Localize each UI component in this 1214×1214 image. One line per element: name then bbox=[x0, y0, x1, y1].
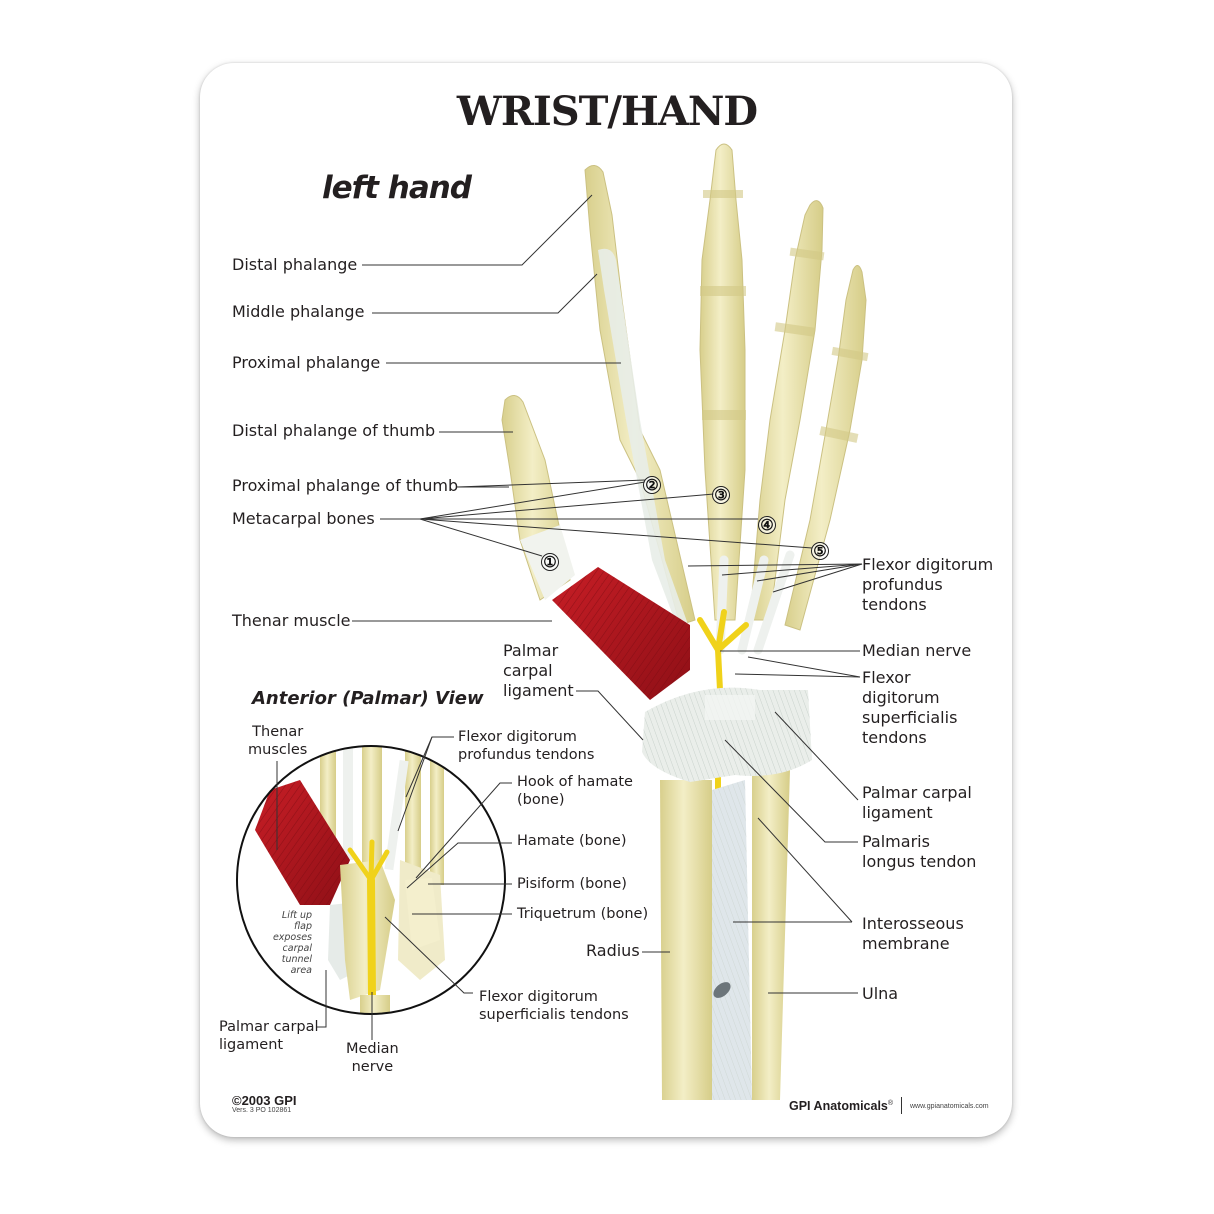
metacarpal-number-3: ③ bbox=[712, 486, 730, 504]
thenar-muscle bbox=[552, 567, 690, 700]
label-interosseous-membrane: Interosseous membrane bbox=[862, 914, 964, 953]
label-radius: Radius bbox=[586, 941, 640, 960]
label-palmar-carpal-ligament-left: Palmar carpal ligament bbox=[503, 641, 574, 700]
inset-label-hamate: Hamate (bone) bbox=[517, 833, 627, 849]
label-palmaris-longus-tendon: Palmaris longus tendon bbox=[862, 832, 977, 871]
finger-index bbox=[584, 165, 696, 634]
label-fds-tendons: Flexor digitorum superficialis tendons bbox=[862, 668, 958, 747]
label-thenar-muscle: Thenar muscle bbox=[232, 611, 351, 630]
label-palmar-carpal-ligament-right: Palmar carpal ligament bbox=[862, 783, 972, 822]
forearm bbox=[660, 770, 790, 1100]
copyright: ©2003 GPI bbox=[232, 1093, 297, 1108]
inset-label-fds-tendons: Flexor digitorum superficialis tendons bbox=[479, 989, 629, 1023]
registered-mark: ® bbox=[887, 1099, 894, 1107]
inset-title: Anterior (Palmar) View bbox=[252, 688, 484, 709]
metacarpal-number-2: ② bbox=[643, 476, 661, 494]
inset-label-triquetrum: Triquetrum (bone) bbox=[517, 906, 649, 922]
label-proximal-phalange: Proximal phalange bbox=[232, 353, 381, 372]
label-metacarpal-bones: Metacarpal bones bbox=[232, 509, 375, 528]
inset-label-hook-of-hamate: Hook of hamate (bone) bbox=[517, 774, 633, 808]
inset-flap-note: Lift up flap exposes carpal tunnel area bbox=[272, 910, 312, 976]
finger-little bbox=[784, 265, 869, 631]
label-median-nerve: Median nerve bbox=[862, 641, 972, 660]
finger-middle bbox=[699, 143, 746, 621]
footer-separator bbox=[901, 1097, 902, 1114]
hand-side-subtitle: left hand bbox=[322, 170, 472, 206]
palmar-carpal-ligament bbox=[642, 687, 812, 782]
label-proximal-phalange-thumb: Proximal phalange of thumb bbox=[232, 476, 459, 495]
inset-label-thenar-muscles: Thenar muscles bbox=[248, 724, 308, 758]
brand-name: GPI Anatomicals® bbox=[789, 1099, 893, 1113]
inset-label-median-nerve: Median nerve bbox=[346, 1041, 399, 1075]
label-distal-phalange: Distal phalange bbox=[232, 255, 358, 274]
inset-label-pisiform: Pisiform (bone) bbox=[517, 876, 627, 892]
metacarpal-number-5: ⑤ bbox=[811, 542, 829, 560]
poster-title: WRIST/HAND bbox=[456, 88, 758, 135]
version-text: Vers. 3 PO 102861 bbox=[232, 1107, 292, 1114]
metacarpal-number-4: ④ bbox=[758, 516, 776, 534]
label-middle-phalange: Middle phalange bbox=[232, 302, 365, 321]
inset-view bbox=[236, 745, 506, 1015]
label-fdp-tendons: Flexor digitorum profundus tendons bbox=[862, 555, 994, 614]
inset-label-palmar-carpal-ligament: Palmar carpal ligament bbox=[219, 1019, 319, 1053]
inset-label-fdp-tendons: Flexor digitorum profundus tendons bbox=[458, 729, 595, 763]
label-ulna: Ulna bbox=[862, 984, 899, 1003]
metacarpal-number-1: ① bbox=[541, 553, 559, 571]
thumb bbox=[501, 395, 575, 601]
website-url: www.gpianatomicals.com bbox=[910, 1103, 989, 1110]
leader-lines bbox=[276, 194, 863, 1040]
label-distal-phalange-thumb: Distal phalange of thumb bbox=[232, 421, 436, 440]
finger-ring bbox=[749, 200, 825, 621]
brand-text: GPI Anatomicals bbox=[789, 1099, 888, 1113]
